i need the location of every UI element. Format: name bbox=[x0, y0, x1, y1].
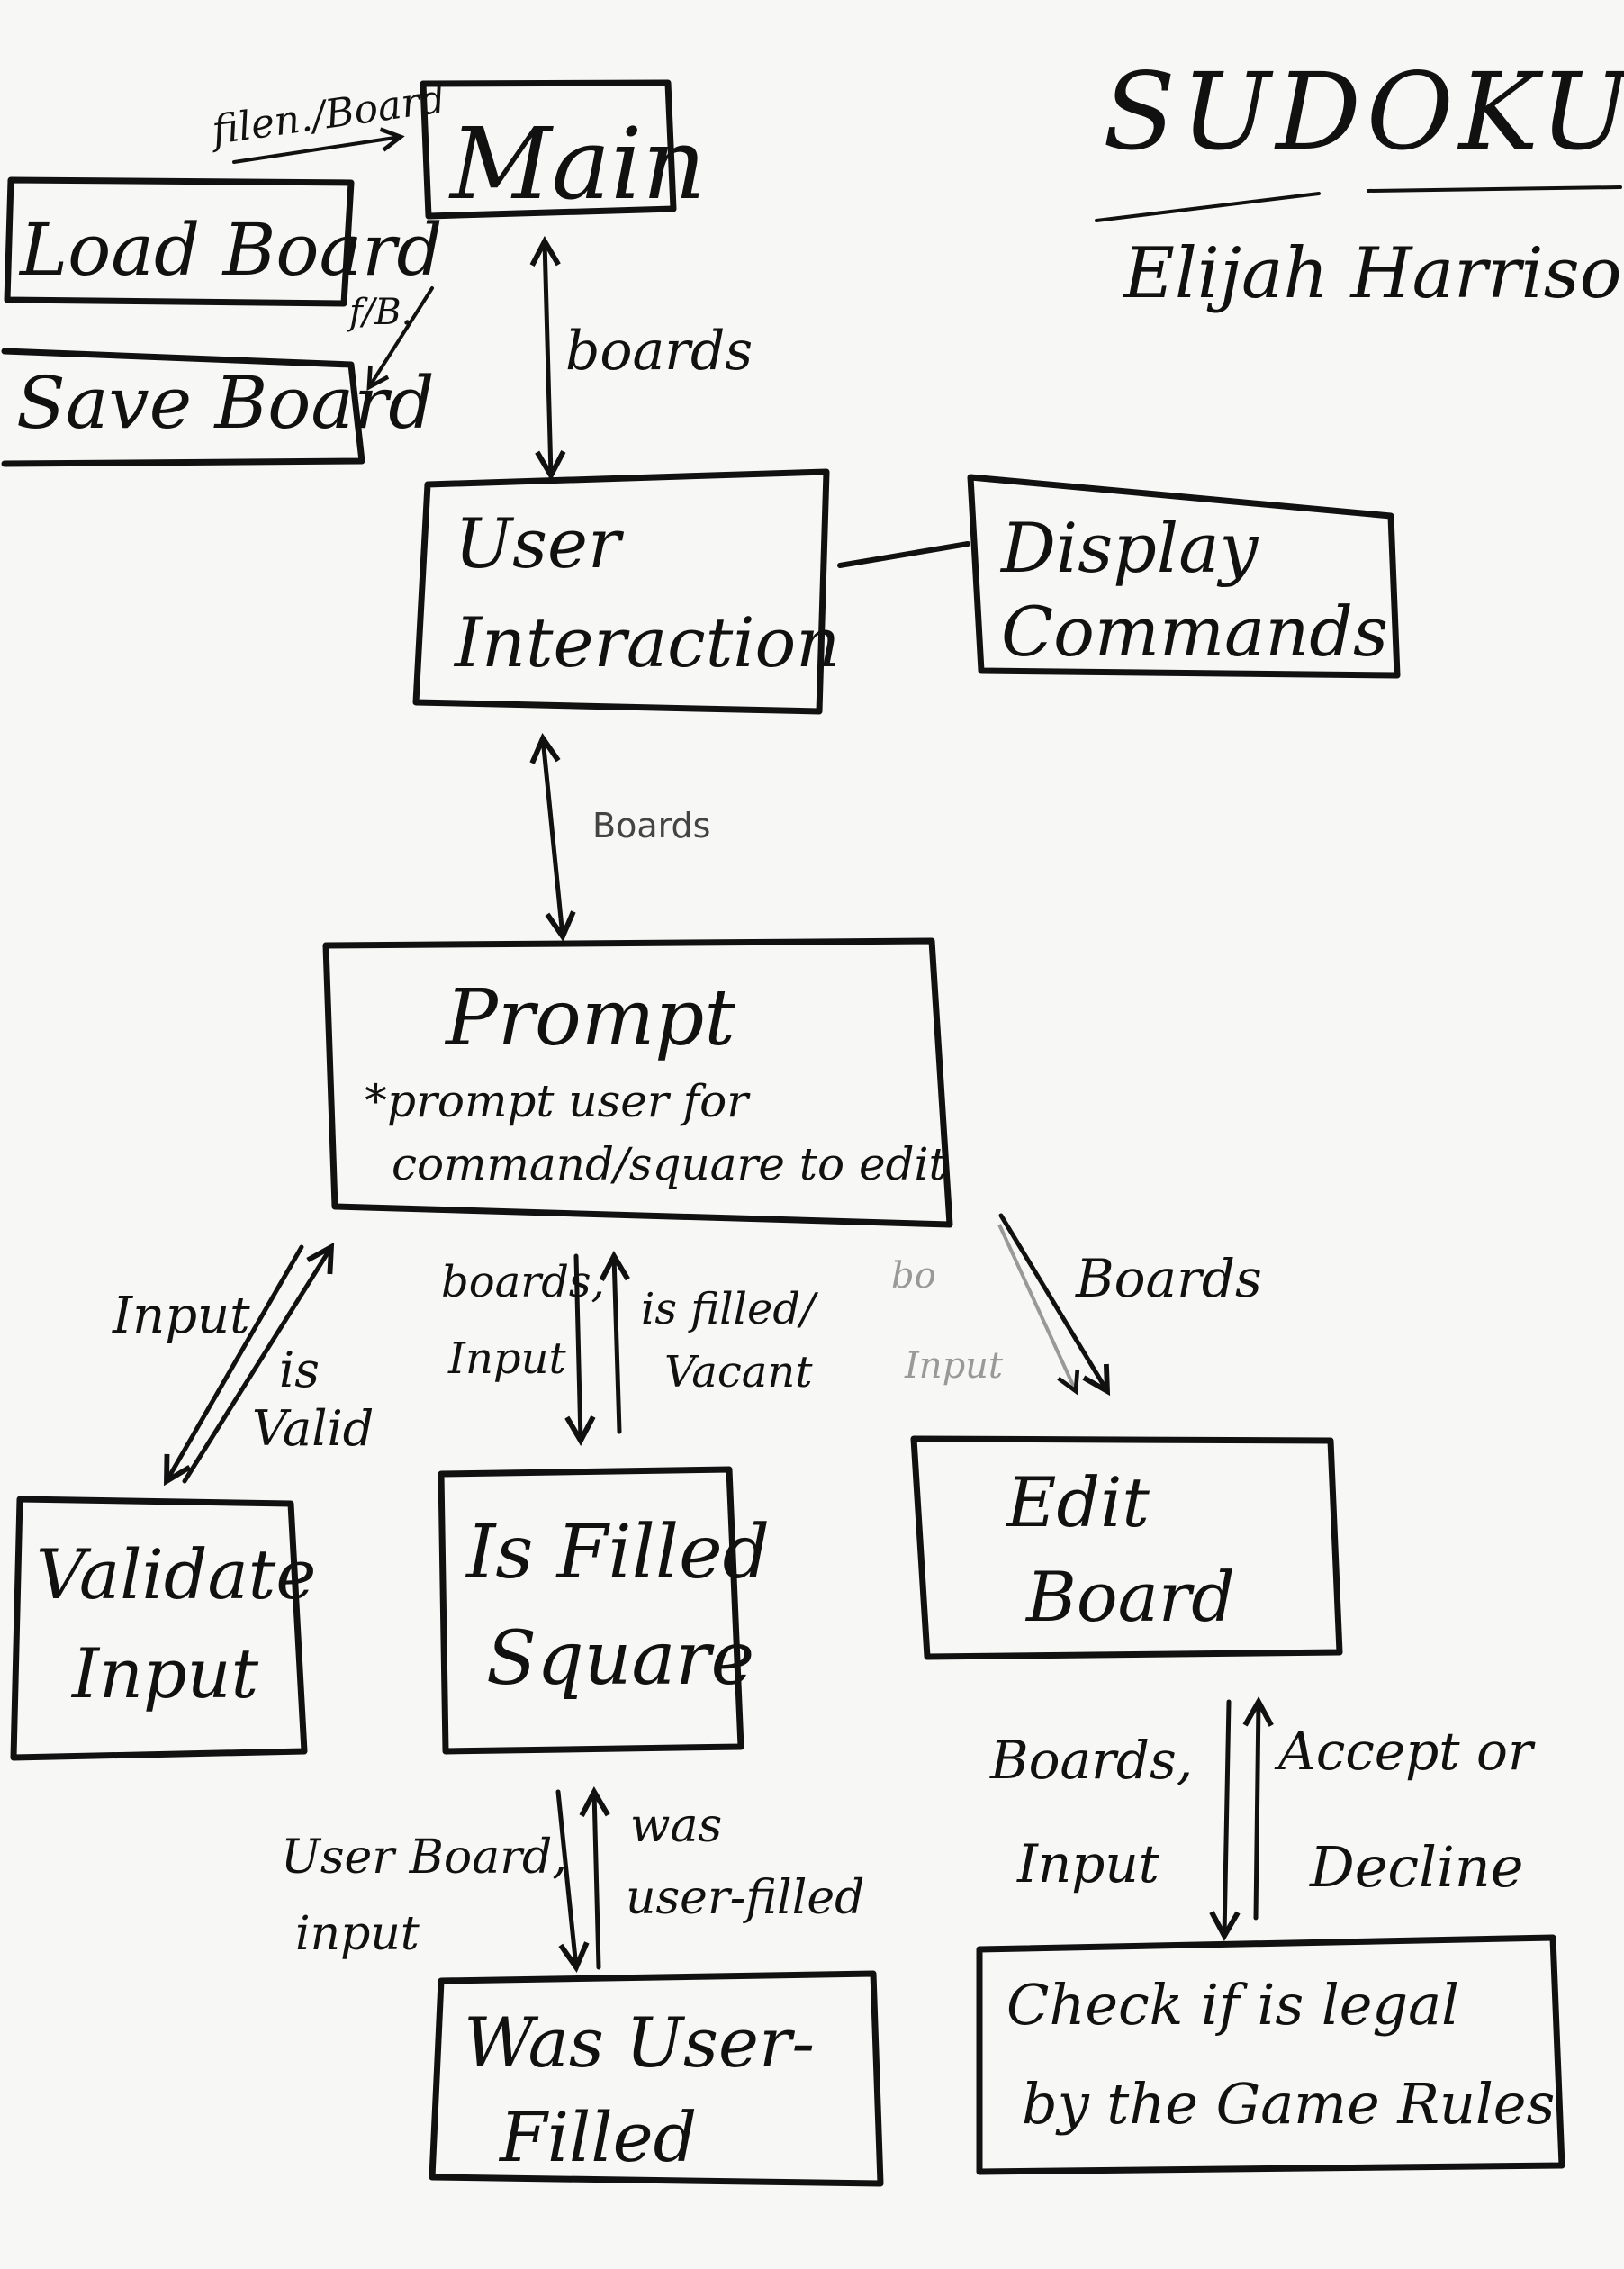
edge-label-check-down-line2: Input bbox=[1016, 1833, 1160, 1894]
display-commands-label-line2: Commands bbox=[1001, 592, 1388, 672]
arrow-main-user bbox=[545, 241, 551, 475]
edge-label-filled-up-line1: is filled/ bbox=[641, 1284, 819, 1334]
was-user-filled-label-line1: Was User- bbox=[464, 2002, 815, 2083]
check-legal-label-line2: by the Game Rules bbox=[1022, 2071, 1555, 2137]
main-label: Main bbox=[448, 106, 706, 221]
load-board-box: Load Board bbox=[4, 176, 443, 307]
edge-label-filled-down-line2: Input bbox=[447, 1333, 567, 1384]
edge-label-filled-up-line2: Vacant bbox=[664, 1347, 813, 1397]
display-commands-label-line1: Display bbox=[999, 508, 1259, 588]
arrow-filled-to-wasuser bbox=[555, 1789, 576, 1967]
prompt-note-line1: *prompt user for bbox=[365, 1075, 751, 1127]
edge-label-filled-down-line1: boards, bbox=[441, 1257, 605, 1307]
arrow-check-to-edit bbox=[1256, 1702, 1259, 1921]
is-filled-square-label-line2: Square bbox=[486, 1616, 754, 1702]
edge-label-wasuser-up-line2: user-filled bbox=[626, 1871, 864, 1925]
user-interaction-label-line1: User bbox=[455, 503, 625, 583]
is-filled-square-box: Is Filled Square bbox=[438, 1466, 770, 1755]
main-box: Main bbox=[420, 79, 706, 221]
validate-input-box: Validate Input bbox=[10, 1496, 316, 1761]
arrow-edit-to-check bbox=[1224, 1699, 1229, 1936]
edge-label-validate-up-line1: is bbox=[279, 1342, 320, 1398]
edge-label-load-to-main: filen./Board bbox=[206, 76, 447, 154]
author-name: Elijah Harrison bbox=[1122, 233, 1624, 314]
prompt-box: Prompt *prompt user for command/square t… bbox=[322, 937, 953, 1228]
edge-label-validate-up-line2: Valid bbox=[252, 1400, 374, 1457]
edge-label-wasuser-down-line2: input bbox=[295, 1907, 420, 1961]
edge-label-edit-down-line1: bo bbox=[891, 1255, 936, 1297]
title-underline bbox=[1095, 185, 1622, 222]
edit-board-box: Edit Board bbox=[910, 1435, 1343, 1660]
arrow-user-prompt bbox=[543, 738, 563, 936]
was-user-filled-box: Was User- Filled bbox=[429, 1970, 884, 2187]
check-legal-box: Check if is legal by the Game Rules bbox=[976, 1934, 1565, 2175]
arrow-load-to-main bbox=[232, 137, 401, 164]
is-filled-square-label-line1: Is Filled bbox=[465, 1510, 770, 1596]
edit-board-label-line1: Edit bbox=[1005, 1462, 1150, 1542]
edge-label-edit-up: Boards bbox=[1075, 1248, 1262, 1309]
arrow-prompt-to-validate bbox=[167, 1244, 304, 1481]
edge-label-check-up-line2: Decline bbox=[1309, 1834, 1523, 1900]
edge-label-wasuser-down-line1: User Board, bbox=[281, 1831, 567, 1885]
arrow-validate-to-prompt bbox=[182, 1247, 331, 1484]
edge-label-main-to-save: f/B. bbox=[347, 292, 412, 333]
validate-input-label-line2: Input bbox=[70, 1633, 259, 1713]
arrow-prompt-to-edit bbox=[997, 1224, 1076, 1391]
arrow-wasuser-to-filled bbox=[594, 1792, 599, 1970]
edge-label-edit-down-line2: Input bbox=[904, 1345, 1004, 1387]
user-interaction-label-line2: Interaction bbox=[453, 602, 840, 683]
arrow-main-to-save bbox=[369, 286, 434, 387]
display-commands-box: Display Commands bbox=[967, 474, 1401, 679]
user-interaction-box: User Interaction bbox=[412, 468, 840, 715]
edge-label-main-user: boards bbox=[565, 320, 753, 383]
edge-label-check-down-line1: Boards, bbox=[989, 1730, 1193, 1791]
save-board-box: Save Board bbox=[1, 348, 435, 467]
validate-input-label-line1: Validate bbox=[36, 1534, 316, 1614]
edge-label-user-prompt: Boards bbox=[592, 806, 710, 845]
edit-board-label-line2: Board bbox=[1024, 1557, 1235, 1637]
diagram-title: SUDOKU bbox=[1103, 50, 1624, 174]
prompt-note-line2: command/square to edit bbox=[392, 1138, 948, 1190]
user-display-link bbox=[837, 541, 970, 568]
load-board-label: Load Board bbox=[18, 208, 443, 292]
save-board-label: Save Board bbox=[16, 361, 435, 445]
check-legal-label-line1: Check if is legal bbox=[1006, 1972, 1459, 2038]
was-user-filled-label-line2: Filled bbox=[498, 2097, 697, 2177]
edge-label-validate-down: Input bbox=[112, 1287, 250, 1345]
edge-label-check-up-line1: Accept or bbox=[1274, 1721, 1536, 1782]
arrow-prompt-to-filled bbox=[576, 1253, 581, 1441]
prompt-title: Prompt bbox=[444, 973, 735, 1063]
arrow-edit-to-prompt bbox=[998, 1213, 1107, 1391]
arrow-filled-to-prompt bbox=[614, 1256, 619, 1434]
edge-label-wasuser-up-line1: was bbox=[630, 1799, 722, 1853]
